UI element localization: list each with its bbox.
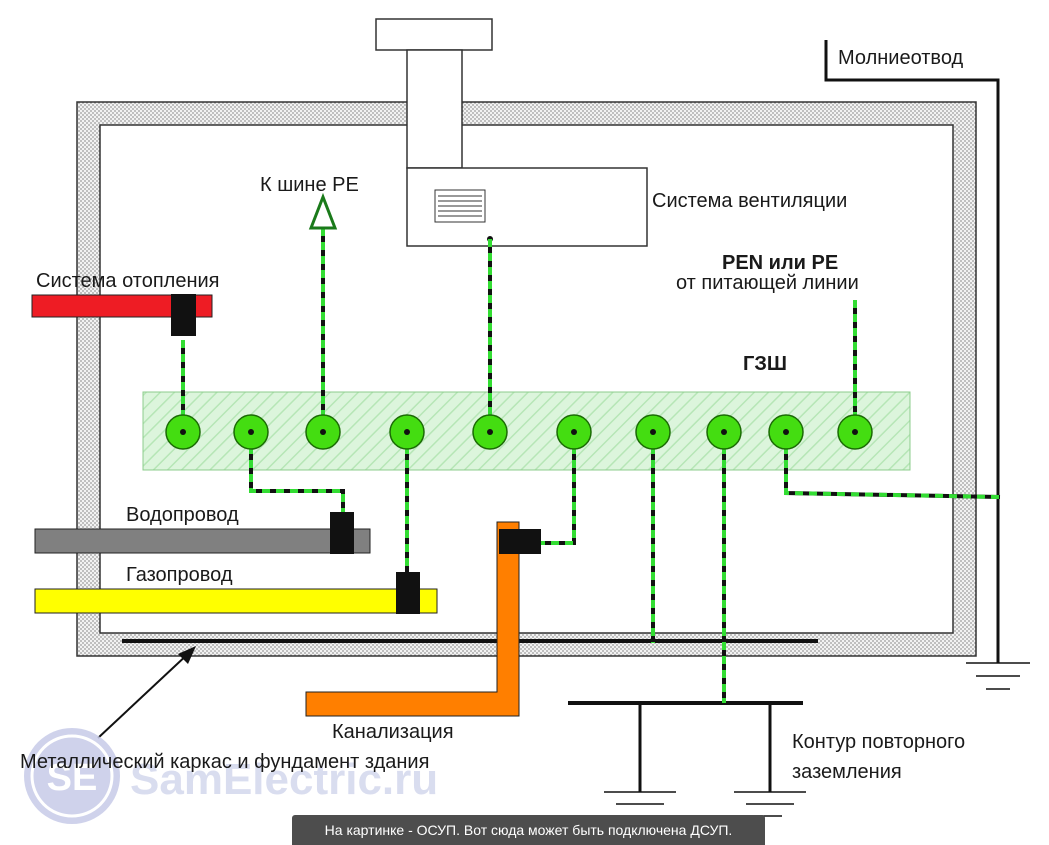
- pe-bus-label: К шине РЕ: [260, 174, 359, 196]
- sewer-label: Канализация: [332, 721, 454, 743]
- frame-pointer-arrow: [97, 646, 196, 739]
- watermark-logo-icon: [24, 728, 120, 824]
- ground-loop: [568, 701, 806, 817]
- ventilation-label: Система вентиляции: [652, 190, 847, 212]
- lightning-rod: [824, 40, 1030, 690]
- watermark-logo-text: SE: [47, 757, 98, 799]
- ground-symbol-icon: [966, 662, 1030, 690]
- pipe-clamps: [171, 294, 541, 614]
- gas-pipe: [34, 588, 438, 614]
- sewer-pipe: [305, 521, 520, 717]
- ground-loop-sublabel: заземления: [792, 761, 902, 783]
- pen-label: PEN или PE: [722, 252, 838, 274]
- pen-sublabel: от питающей линии: [676, 272, 859, 294]
- lightning-rod-label: Молниеотвод: [838, 47, 964, 69]
- ground-symbol-icon: [604, 791, 806, 817]
- image-caption: На картинке - ОСУП. Вот сюда может быть …: [292, 815, 765, 845]
- watermark-text: SamElectric.ru: [130, 755, 438, 804]
- ventilation-system: [375, 18, 648, 247]
- gas-label: Газопровод: [126, 564, 233, 586]
- frame-label: Металлический каркас и фундамент здания: [20, 751, 429, 773]
- arrow-up-icon: [308, 192, 338, 230]
- gas-clamp: [396, 572, 420, 614]
- ground-loop-label: Контур повторного: [792, 731, 965, 753]
- main-bus-label: ГЗШ: [743, 353, 787, 375]
- vent-grille-icon: [434, 189, 486, 223]
- water-clamp: [330, 512, 354, 554]
- heating-pipe: [31, 294, 213, 318]
- heating-label: Система отопления: [36, 270, 220, 292]
- heating-clamp: [171, 294, 196, 336]
- sewer-clamp: [499, 529, 541, 554]
- water-label: Водопровод: [126, 504, 239, 526]
- watermark: SE SamElectric.ru: [24, 728, 438, 824]
- bus-terminals: [165, 414, 873, 450]
- conductors: [181, 222, 1001, 703]
- water-pipe: [34, 528, 371, 554]
